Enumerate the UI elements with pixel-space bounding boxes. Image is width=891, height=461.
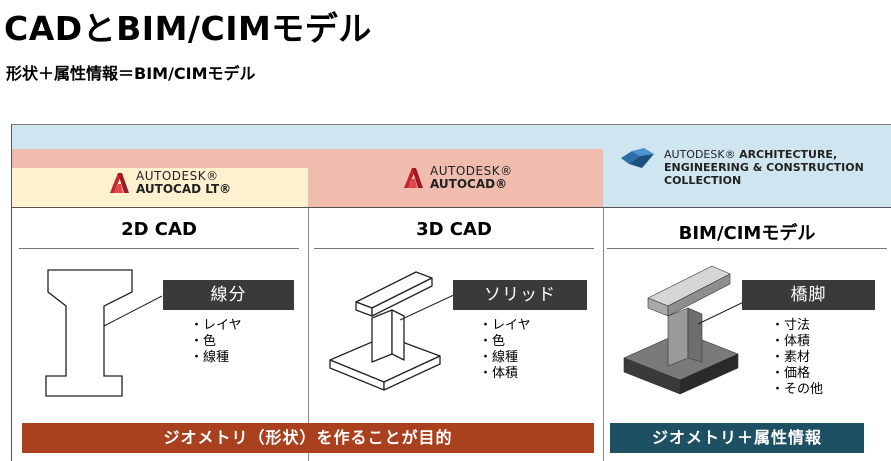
aec-collection-logo: AUTODESK® ARCHITECTURE, ENGINEERING & CO… xyxy=(620,148,864,187)
header-divider xyxy=(11,207,891,208)
bullet-item: ・寸法 xyxy=(771,318,811,333)
bullet-item: ・その他 xyxy=(771,382,824,397)
autocad-product: AUTOCAD® xyxy=(430,177,508,191)
column-heading-2d-cad: 2D CAD xyxy=(121,219,197,240)
aec-product-line2: ENGINEERING & CONSTRUCTION xyxy=(664,161,864,174)
label-box-bim: 橋脚 xyxy=(742,280,875,310)
bullet-item: ・色 xyxy=(479,334,506,349)
heading-underline-3 xyxy=(607,248,887,249)
aec-collection-icon xyxy=(621,148,654,168)
bullet-item: ・レイヤ xyxy=(479,318,531,333)
label-box-3d: ソリッド xyxy=(453,280,587,310)
3d-pier-wireframe-drawing xyxy=(329,271,457,391)
autocad-lt-a-icon xyxy=(110,173,129,193)
page-title: CADとBIM/CIMモデル xyxy=(4,9,372,48)
heading-underline-1 xyxy=(19,248,299,249)
cad-purpose-banner: ジオメトリ（形状）を作ることが目的 xyxy=(22,423,594,453)
bim-pier-shaded-model xyxy=(623,265,753,395)
bullet-item: ・線種 xyxy=(479,350,519,365)
bullet-item: ・色 xyxy=(190,334,217,349)
bullet-item: ・線種 xyxy=(190,350,230,365)
header-band-cad xyxy=(11,149,603,168)
aec-product-line1: ARCHITECTURE, xyxy=(739,148,838,161)
bullet-list-2d: ・レイヤ ・色 ・線種 xyxy=(190,318,242,366)
aec-brand: AUTODESK® xyxy=(664,148,736,161)
header-cell-autocad-lt xyxy=(11,168,308,207)
bullet-item: ・体積 xyxy=(771,334,811,349)
label-box-2d: 線分 xyxy=(163,280,294,310)
autocad-lt-brand: AUTODESK® xyxy=(136,169,219,183)
column-divider-1 xyxy=(308,208,309,461)
bullet-list-bim: ・寸法 ・体積 ・素材 ・価格 ・その他 xyxy=(771,318,823,398)
autocad-brand: AUTODESK® xyxy=(430,164,513,178)
heading-underline-2 xyxy=(314,248,594,249)
header-band-top xyxy=(11,124,891,150)
autocad-logo: AUTODESK® AUTOCAD® xyxy=(402,165,513,191)
autocad-a-icon xyxy=(404,168,423,188)
autocad-lt-product: AUTOCAD LT® xyxy=(136,182,232,196)
column-divider-2 xyxy=(603,208,604,461)
autocad-lt-logo: AUTODESK® AUTOCAD LT® xyxy=(108,170,231,196)
bim-purpose-banner: ジオメトリ＋属性情報 xyxy=(610,423,864,453)
bullet-item: ・価格 xyxy=(771,366,811,381)
column-heading-3d-cad: 3D CAD xyxy=(416,219,492,240)
aec-product-line3: COLLECTION xyxy=(664,174,742,187)
page-subtitle: 形状＋属性情報＝BIM/CIMモデル xyxy=(6,64,256,83)
column-heading-bim-cim: BIM/CIMモデル xyxy=(678,223,816,244)
2d-pier-line-drawing xyxy=(45,269,163,397)
bullet-item: ・レイヤ xyxy=(190,318,242,333)
header-band-bim xyxy=(603,149,891,207)
bullet-list-3d: ・レイヤ ・色 ・線種 ・体積 xyxy=(479,318,531,382)
header-cell-autocad xyxy=(308,168,603,207)
table-left-border xyxy=(11,124,12,461)
comparison-table xyxy=(11,124,891,461)
bullet-item: ・体積 xyxy=(479,366,519,381)
bullet-item: ・素材 xyxy=(771,350,811,365)
